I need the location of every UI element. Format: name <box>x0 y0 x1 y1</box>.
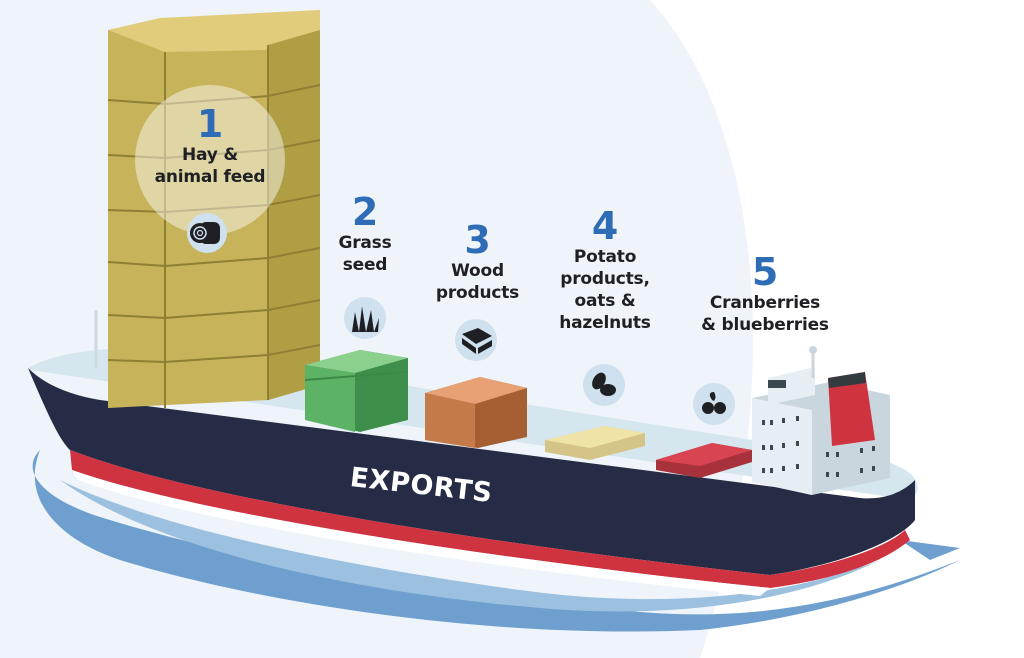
hull-body <box>28 368 915 575</box>
item-4-label: 4 Potato products, oats & hazelnuts <box>545 206 665 334</box>
item-number: 4 <box>591 204 619 248</box>
item-2-label: 2 Grass seed <box>320 192 410 276</box>
funnel <box>828 372 875 446</box>
item-label-line: animal feed <box>154 167 266 187</box>
item-label-line: Wood <box>451 261 504 281</box>
item-number: 3 <box>464 218 491 262</box>
item-label-line: Cranberries <box>709 293 821 313</box>
item-label-line: Potato <box>573 247 637 267</box>
berry-crate <box>656 443 752 478</box>
item-number: 1 <box>196 102 224 146</box>
item-number: 2 <box>351 190 379 234</box>
item-label-line: Grass <box>338 233 392 253</box>
item-label-line: products, <box>560 269 650 289</box>
wood-crate <box>425 377 527 448</box>
item-label-line: products <box>435 283 520 303</box>
berries-icon <box>693 383 735 425</box>
item-number: 5 <box>751 250 779 294</box>
hull-stripe <box>70 450 910 588</box>
item-label-line: seed <box>342 255 388 275</box>
item-5-label: 5 Cranberries & blueberries <box>680 252 850 336</box>
item-1-label: 1 Hay & animal feed <box>140 104 280 188</box>
grass-seed-crate <box>304 350 409 432</box>
item-label-line: oats & <box>574 291 636 311</box>
water <box>32 450 960 632</box>
potato-crate <box>545 426 645 460</box>
potato-icon <box>583 364 625 406</box>
lumber-icon <box>455 319 497 361</box>
grass-icon <box>344 297 386 339</box>
item-label-line: Hay & <box>181 145 238 165</box>
item-label-line: hazelnuts <box>559 313 651 333</box>
ship-bridge <box>752 346 890 495</box>
item-label-line: & blueberries <box>701 315 829 335</box>
item-3-label: 3 Wood products <box>420 220 535 304</box>
hay-stack <box>107 10 321 408</box>
hay-bale-icon <box>187 213 227 253</box>
